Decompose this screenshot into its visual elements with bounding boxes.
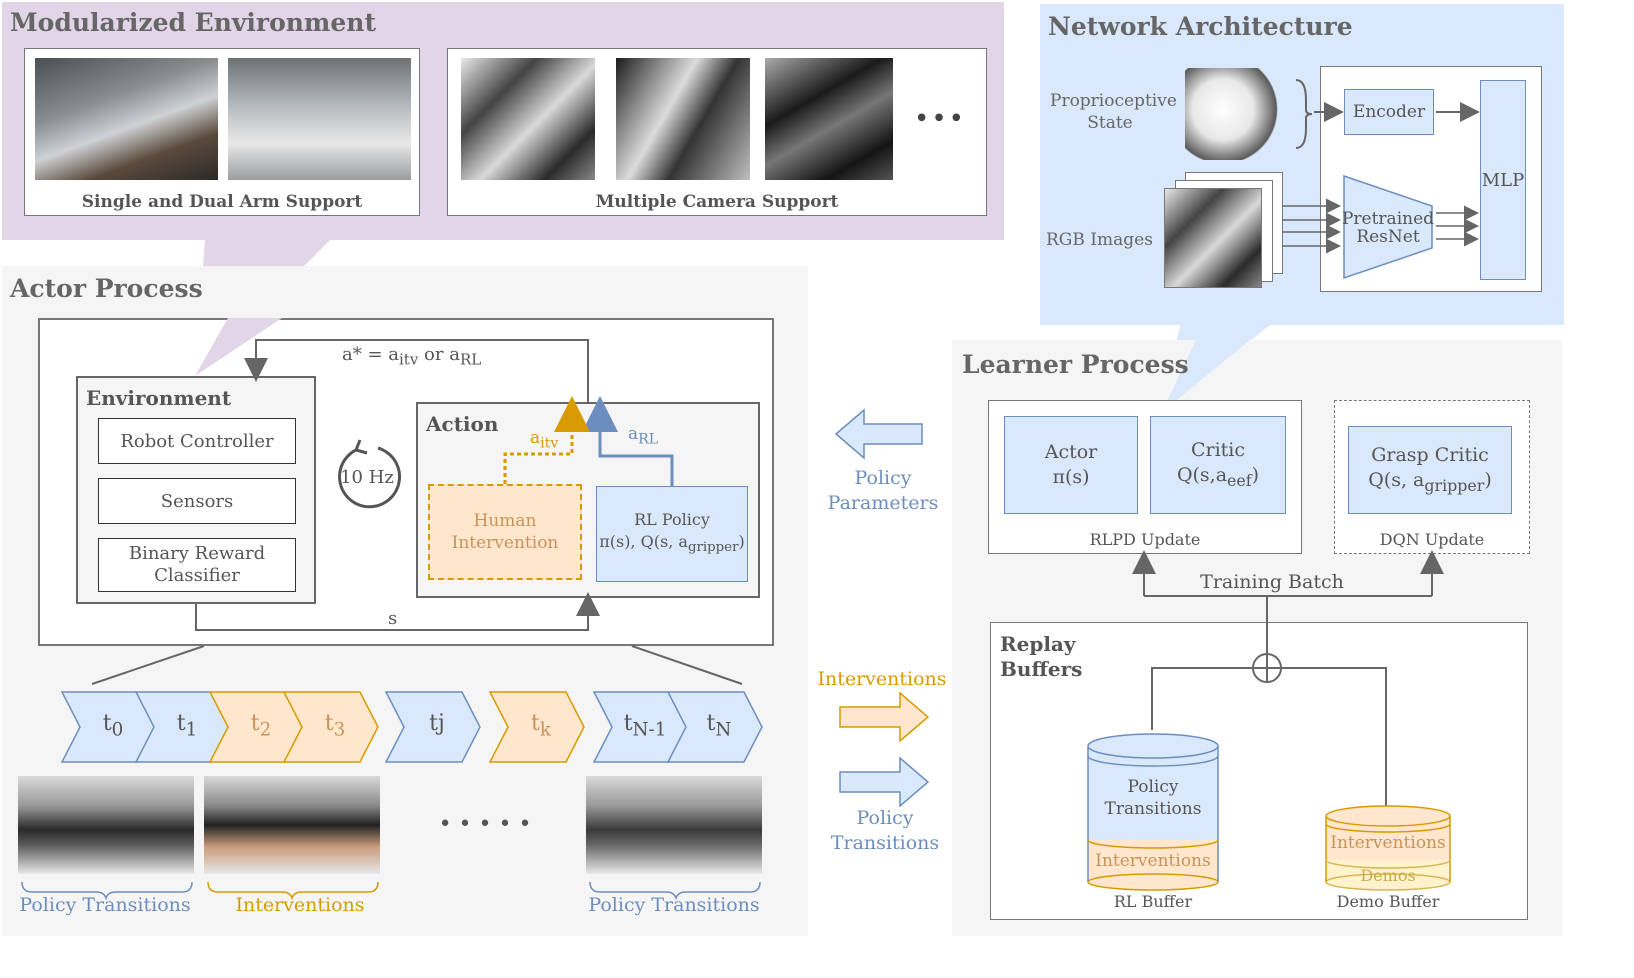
timeline-step-7	[666, 691, 763, 763]
critic-net-sub: Q(s,aeef)	[1176, 463, 1260, 490]
grasp-critic-box: Grasp Critic Q(s, agripper)	[1348, 426, 1512, 514]
grasp-critic-sub: Q(s, agripper)	[1368, 468, 1492, 495]
middle-policy-transitions-label: Policy Transitions	[830, 807, 940, 854]
timeline-step-3	[282, 691, 379, 763]
rlpd-label: RLPD Update	[1089, 530, 1201, 549]
reward-classifier-label: Binary Reward Classifier	[128, 543, 266, 586]
frequency-label: 10 Hz	[340, 467, 394, 488]
sensors-label: Sensors	[160, 490, 234, 512]
robot-controller-label: Robot Controller	[120, 430, 274, 452]
a-itv-label: aitv	[530, 428, 559, 452]
demo-buffer-interventions-label: Interventions	[1330, 833, 1446, 853]
demo-buffer-label: Demo Buffer	[1336, 892, 1440, 911]
bracket-label-left: Policy Transitions	[19, 894, 191, 916]
camera-ellipsis: •••	[913, 104, 966, 134]
human-intervention-label: Human Intervention	[451, 511, 559, 553]
network-title: Network Architecture	[1048, 12, 1353, 41]
state-label: s	[388, 608, 398, 629]
rl-policy-sub: π(s), Q(s, agripper)	[599, 531, 745, 556]
critic-net-box: Critic Q(s,aeef)	[1150, 416, 1286, 514]
loop-icon	[338, 439, 401, 509]
rl-policy-label: RL Policy	[634, 509, 710, 529]
transition-photo-3	[586, 776, 762, 874]
robot-photo-single-arm	[35, 58, 218, 180]
arm-support-label: Single and Dual Arm Support	[81, 192, 363, 212]
transition-photo-2	[204, 776, 380, 874]
bracket-label-mid: Interventions	[235, 894, 365, 916]
timeline-step-label-2: t2	[250, 711, 272, 741]
policy-params-label: Policy Parameters	[827, 467, 939, 514]
timeline-step-label-0: t0	[102, 711, 124, 741]
environment-title: Environment	[86, 386, 232, 410]
actor-net-label: Actor	[1044, 441, 1098, 463]
timeline-step-label-4: tj	[429, 711, 445, 736]
timeline-step-label-1: t1	[176, 711, 198, 741]
critic-net-label: Critic	[1190, 438, 1246, 461]
timeline-step-5	[488, 691, 585, 763]
actor-net-sub: π(s)	[1052, 466, 1090, 488]
dqn-label: DQN Update	[1379, 530, 1485, 549]
demo-buffer-demos-label: Demos	[1360, 866, 1416, 885]
actor-process-title: Actor Process	[10, 274, 203, 303]
sensors-box: Sensors	[98, 478, 296, 524]
mlp-label: MLP	[1481, 169, 1525, 191]
timeline-step-label-6: tN-1	[623, 711, 667, 741]
gripper-photo	[1185, 68, 1280, 160]
middle-interventions-label: Interventions	[817, 668, 947, 690]
learner-process-title: Learner Process	[962, 350, 1189, 379]
rl-policy-box: RL Policy π(s), Q(s, agripper)	[596, 486, 748, 582]
camera-photo-2	[616, 58, 750, 180]
rgb-label: RGB Images	[1046, 230, 1153, 250]
rgb-image-photo	[1164, 188, 1262, 288]
timeline-step-label-7: tN	[706, 711, 732, 741]
timeline-step-4	[384, 691, 481, 763]
rl-buffer-label: RL Buffer	[1113, 892, 1193, 911]
encoder-box: Encoder	[1344, 89, 1434, 135]
action-formula: a* = aitv or aRL	[342, 344, 482, 369]
rl-buffer-policy-label: Policy Transitions	[1104, 777, 1202, 819]
proprio-label: Proprioceptive State	[1050, 91, 1177, 133]
encoder-label: Encoder	[1352, 102, 1426, 122]
camera-support-label: Multiple Camera Support	[595, 192, 839, 212]
timeline-step-label-5: tk	[531, 711, 551, 741]
actor-net-box: Actor π(s)	[1004, 416, 1138, 514]
human-intervention-box: Human Intervention	[428, 484, 582, 580]
bracket-label-right: Policy Transitions	[588, 894, 760, 916]
rl-buffer-interventions-label: Interventions	[1095, 851, 1211, 871]
modularized-env-title: Modularized Environment	[10, 8, 377, 37]
replay-buffers-title: Replay Buffers	[1000, 632, 1083, 681]
timeline-step-label-3: t3	[324, 711, 346, 741]
robot-controller-box: Robot Controller	[98, 418, 296, 464]
transition-photo-1	[18, 776, 194, 874]
camera-photo-1	[461, 58, 595, 180]
a-rl-label: aRL	[628, 424, 659, 448]
resnet-trapezoid	[1343, 174, 1433, 280]
grasp-critic-label: Grasp Critic	[1371, 443, 1489, 466]
camera-photo-3	[765, 58, 893, 180]
resnet-label: Pretrained ResNet	[1341, 209, 1435, 247]
training-batch-label: Training Batch	[1200, 571, 1344, 593]
robot-photo-dual-arm	[228, 58, 411, 180]
timeline-dots: • • • • •	[438, 812, 532, 837]
action-title: Action	[426, 412, 499, 436]
mlp-box: MLP	[1480, 80, 1526, 280]
reward-classifier-box: Binary Reward Classifier	[98, 538, 296, 592]
